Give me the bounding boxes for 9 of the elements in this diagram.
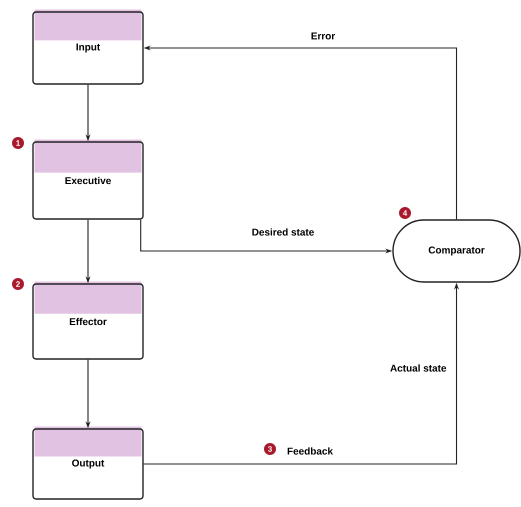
edge-label: Feedback (288, 447, 333, 455)
edge-label: Desired state (252, 228, 314, 236)
process-box: Output (32, 426, 144, 500)
process-box: Effector (32, 282, 144, 360)
comparator-pill: Comparator (392, 219, 521, 283)
edge-label: Error (312, 32, 336, 40)
text-label: Actual state (390, 364, 446, 372)
process-box: Input (32, 10, 144, 85)
process-box: Executive (32, 140, 144, 220)
